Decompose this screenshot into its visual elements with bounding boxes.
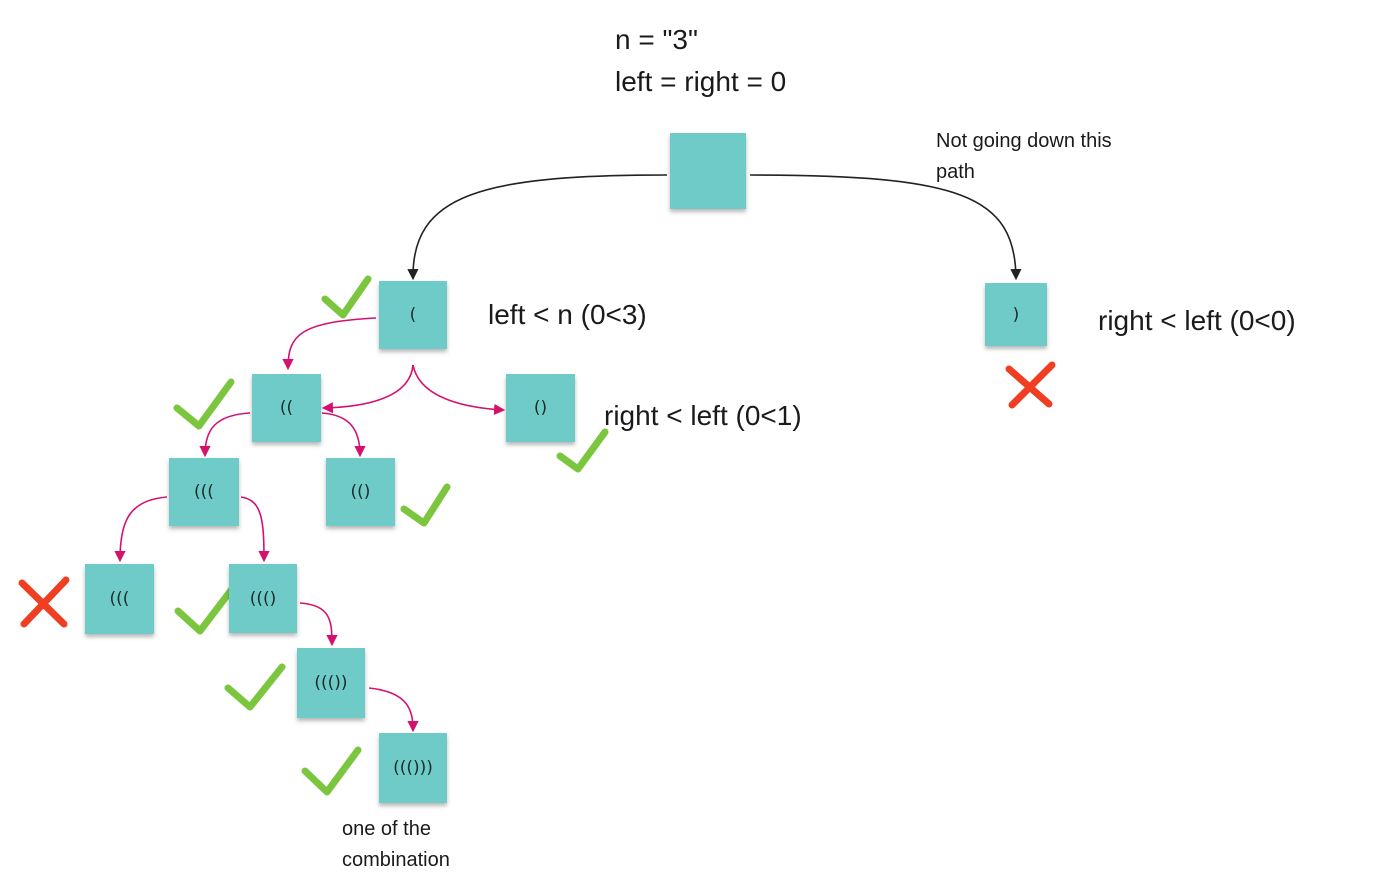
root-node — [670, 133, 746, 209]
node-rejected: ((( — [85, 564, 154, 634]
arrow-branch-to-openclose — [412, 364, 506, 416]
node-open-close: () — [506, 374, 575, 442]
right-condition-mid-text: right < left (0<1) — [604, 400, 802, 431]
left-condition-text: left < n (0<3) — [488, 299, 647, 330]
arrow-openopen-to-openclose2 — [321, 412, 366, 458]
node-open-open: (( — [252, 374, 321, 442]
check-icon — [321, 275, 372, 319]
check-icon — [173, 378, 235, 430]
cross-icon — [1005, 361, 1056, 409]
node-open3-close2: ((()) — [297, 648, 365, 718]
right-condition-top-text: right < left (0<0) — [1098, 305, 1296, 336]
arrow-ooo-to-left — [114, 496, 168, 563]
arrow-ooo-to-right — [240, 496, 270, 563]
node-close: ) — [985, 283, 1047, 346]
arrow-branch-to-openopen — [321, 364, 414, 414]
check-icon — [400, 483, 451, 527]
arrow-open-to-openopen — [282, 317, 377, 371]
arrow-oooc-to-ooocc — [299, 602, 338, 647]
right-path-note: Not going down this path — [936, 130, 1112, 183]
node-open-open-open: ((( — [169, 458, 239, 526]
arrow-openopen-to-openopenopen — [199, 412, 251, 458]
arrow-root-to-close — [749, 174, 1022, 281]
initial-state-text: left = right = 0 — [615, 66, 787, 97]
result-note: one of the combination — [342, 818, 450, 871]
node-open3-close: ((() — [229, 564, 297, 633]
node-final-combination: ((())) — [379, 733, 447, 803]
cross-icon — [18, 576, 70, 628]
arrow-root-to-open — [407, 174, 668, 281]
node-open: ( — [379, 281, 447, 349]
node-open-open-close: (() — [326, 458, 395, 526]
check-icon — [301, 746, 362, 796]
arrow-ooocc-to-final — [368, 687, 419, 733]
check-icon — [556, 428, 609, 473]
check-icon — [224, 663, 286, 711]
n-value-text: n = "3" — [615, 24, 698, 55]
check-icon — [174, 585, 236, 635]
